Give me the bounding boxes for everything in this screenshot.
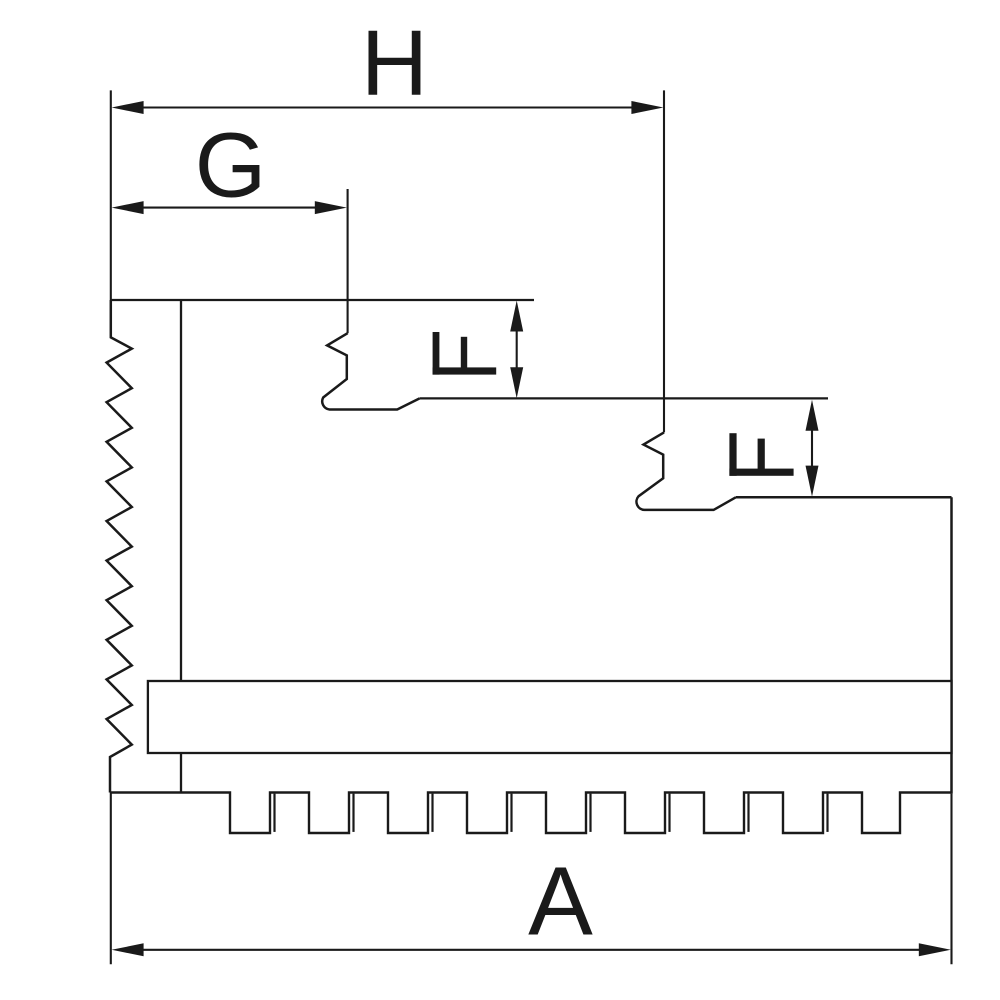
svg-text:G: G (195, 115, 267, 217)
svg-text:A: A (528, 847, 593, 956)
svg-text:H: H (361, 11, 428, 115)
